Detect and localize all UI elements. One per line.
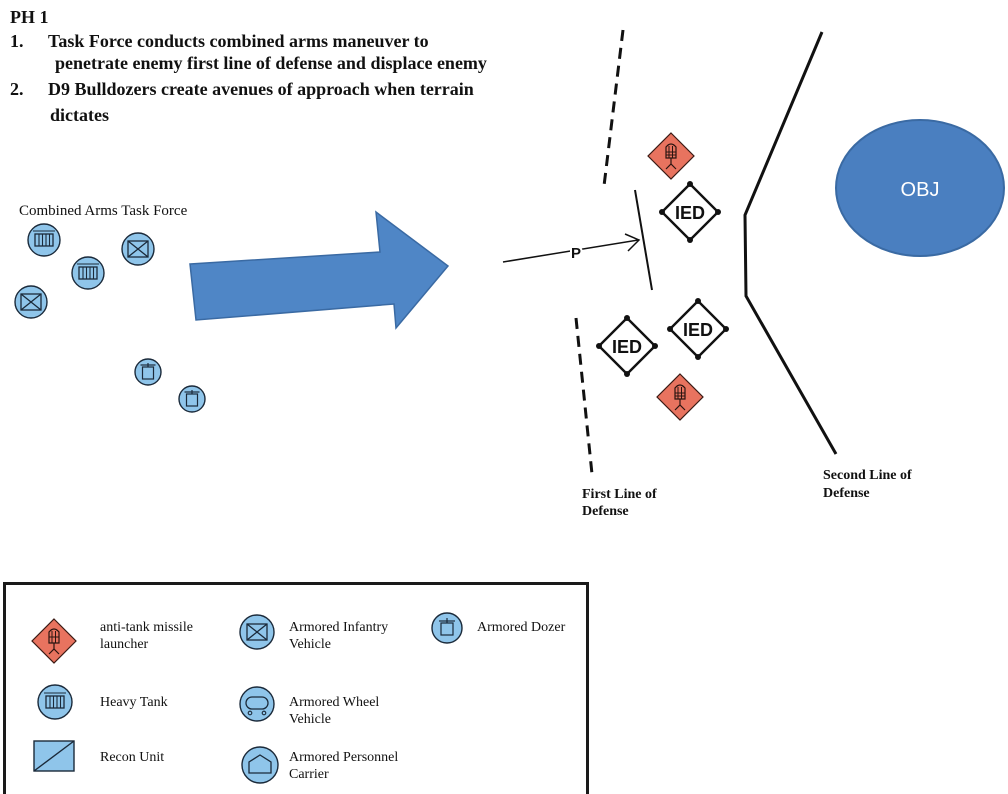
first-line-label-2: Defense: [582, 504, 629, 519]
breach-label: P: [571, 245, 581, 262]
objective-ellipse: [835, 119, 1005, 257]
legend-apc-label: Armored Personnel Carrier: [289, 749, 398, 783]
anti-tank-missile-launcher-icon: [656, 373, 704, 421]
anti-tank-missile-launcher-icon: [31, 618, 77, 664]
task-item-1-line-2: penetrate enemy first line of defense an…: [55, 53, 487, 73]
armored-dozer-icon: [431, 612, 463, 644]
phase-title: PH 1: [10, 7, 49, 27]
armored-personnel-carrier-icon: [241, 746, 279, 784]
first-line-label-1: First Line of: [582, 487, 657, 502]
task-item-1-number: 1.: [10, 31, 24, 51]
legend-ifv-label: Armored Infantry Vehicle: [289, 619, 388, 653]
ied-marker: IED: [657, 179, 723, 245]
second-line-of-defense: [743, 31, 838, 455]
legend-wheel-label: Armored Wheel Vehicle: [289, 694, 379, 728]
task-item-1-line-1: Task Force conducts combined arms maneuv…: [48, 31, 429, 51]
task-item-2-line-2: dictates: [50, 105, 109, 125]
armored-dozer-icon: [178, 385, 206, 413]
legend-atm-line-2: launcher: [100, 637, 149, 652]
heavy-tank-icon: [37, 684, 73, 720]
armored-infantry-vehicle-icon: [121, 232, 155, 266]
ied-label: IED: [683, 320, 713, 340]
legend-recon-label: Recon Unit: [100, 750, 165, 765]
task-item-2-line-1: D9 Bulldozers create avenues of approach…: [48, 79, 474, 99]
legend-ifv-line-1: Armored Infantry: [289, 620, 389, 635]
armored-dozer-icon: [134, 358, 162, 386]
legend-tank-label: Heavy Tank: [100, 695, 168, 710]
armored-infantry-vehicle-icon: [239, 614, 275, 650]
anti-tank-missile-launcher-icon: [647, 132, 695, 180]
breach-arrow: [502, 239, 639, 263]
objective-label: OBJ: [901, 179, 940, 201]
task-force-label: Combined Arms Task Force: [19, 203, 188, 219]
legend-dozer-label: Armored Dozer: [477, 620, 566, 635]
task-item-2: 2. D9 Bulldozers create avenues of appro…: [10, 78, 590, 125]
heavy-tank-icon: [27, 223, 61, 257]
heavy-tank-icon: [71, 256, 105, 290]
second-line-label-2: Defense: [823, 486, 870, 501]
ied-label: IED: [675, 203, 705, 223]
armored-infantry-vehicle-icon: [14, 285, 48, 319]
advance-arrow: [189, 210, 450, 330]
maneuver-diagram: Combined Arms Task Force P IED IED IED O…: [14, 29, 1005, 519]
legend-apc-line-1: Armored Personnel: [289, 750, 399, 765]
ied-marker: IED: [665, 296, 731, 362]
first-line-of-defense: [602, 29, 625, 187]
armored-wheel-vehicle-icon: [239, 686, 275, 722]
task-item-1: 1. Task Force conducts combined arms man…: [10, 30, 590, 74]
legend-atm-line-1: anti-tank missile: [100, 620, 193, 635]
recon-unit-icon: [33, 740, 75, 772]
ied-label: IED: [612, 337, 642, 357]
second-line-label-1: Second Line of: [823, 468, 912, 483]
legend: anti-tank missile launcher Armored Infan…: [3, 582, 589, 794]
ied-marker: IED: [594, 313, 660, 379]
task-item-2-number: 2.: [10, 79, 24, 99]
first-line-of-defense: [574, 317, 594, 475]
breach-point-line: [634, 189, 653, 291]
legend-atm-label: anti-tank missile launcher: [100, 619, 193, 653]
legend-apc-line-2: Carrier: [289, 767, 329, 782]
legend-ifv-line-2: Vehicle: [289, 637, 331, 652]
legend-wheel-line-1: Armored Wheel: [289, 695, 380, 710]
legend-wheel-line-2: Vehicle: [289, 712, 331, 727]
